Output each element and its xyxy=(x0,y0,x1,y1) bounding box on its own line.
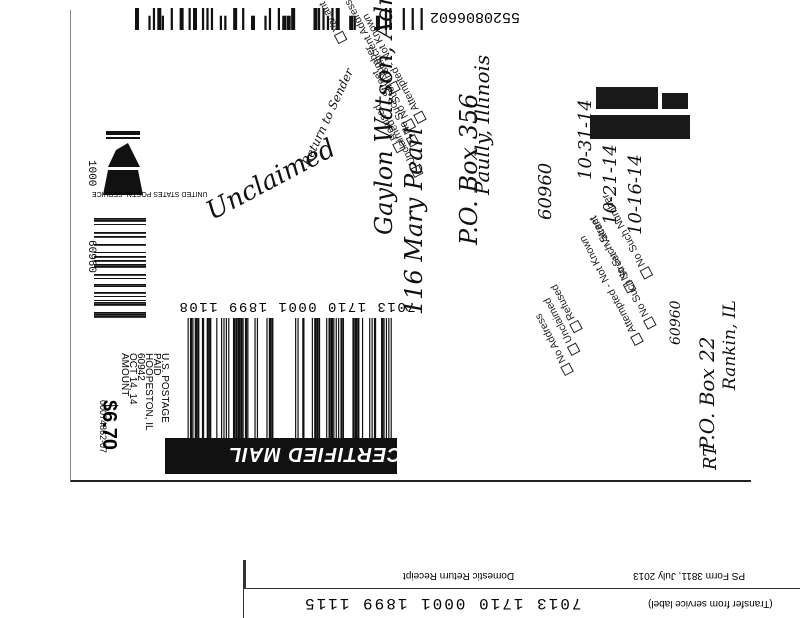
left-barcode xyxy=(94,218,146,318)
handwritten-name: Paully, Illinois xyxy=(470,54,494,195)
postage-code: 00074862-07 xyxy=(98,400,108,454)
certified-mail-label: CERTIFIED MAIL xyxy=(228,443,402,465)
receipt-divider xyxy=(243,588,800,589)
tracking-barcode xyxy=(187,318,392,438)
handwritten-date-3: 10-31-14 xyxy=(575,99,596,180)
left-number-1000: 1000 xyxy=(85,160,97,187)
return-receipt-strip: PS Form 3811, July 2013 Domestic Return … xyxy=(243,560,800,618)
handwritten-side-box: P.O. Box 22 xyxy=(695,336,719,450)
certified-mail-banner xyxy=(165,438,397,474)
top-barcode xyxy=(135,8,423,30)
handwritten-initials: RT xyxy=(700,444,721,470)
receipt-transfer-label: (Transfer from service label) xyxy=(648,598,773,609)
handwritten-side-city: Rankin, IL xyxy=(720,300,740,390)
top-barcode-number: 5520806602 xyxy=(430,8,521,25)
handwritten-date-1: 10-16-14 xyxy=(625,154,646,235)
postmark-stamp xyxy=(590,85,692,141)
handwritten-side-zip: 60960 xyxy=(668,300,684,345)
receipt-title: Domestic Return Receipt xyxy=(403,570,515,581)
envelope: 5520806602 UNITED STATES POSTAL SERVICE … xyxy=(70,0,751,482)
receipt-left-bar xyxy=(243,560,246,588)
envelope-border xyxy=(70,10,751,482)
usps-logo-text: UNITED STATES POSTAL SERVICE xyxy=(92,190,208,197)
receipt-form-label: PS Form 3811, July 2013 xyxy=(633,570,746,581)
postage-label: U.S. POSTAGE PAID HOOPESTON, IL 60942 OC… xyxy=(98,345,172,465)
handwritten-date-2: 10-21-14 xyxy=(600,144,621,225)
receipt-tracking-number: 7013 1710 0001 1899 1115 xyxy=(303,594,582,612)
checklist-right: No Such Number No Such Street No Such St… xyxy=(520,192,660,376)
handwritten-street: 116 Mary Pearl xyxy=(400,127,428,315)
postage-line-6: AMOUNT xyxy=(119,353,130,397)
receipt-left-rule xyxy=(243,560,244,618)
handwritten-zip: 60960 xyxy=(535,162,556,220)
usps-eagle-icon xyxy=(103,131,143,195)
handwritten-recipient: Gaylon Watson, Adm. Mary Pearl xyxy=(370,0,398,235)
tracking-number: 7013 1710 0001 1899 1108 xyxy=(178,298,416,314)
